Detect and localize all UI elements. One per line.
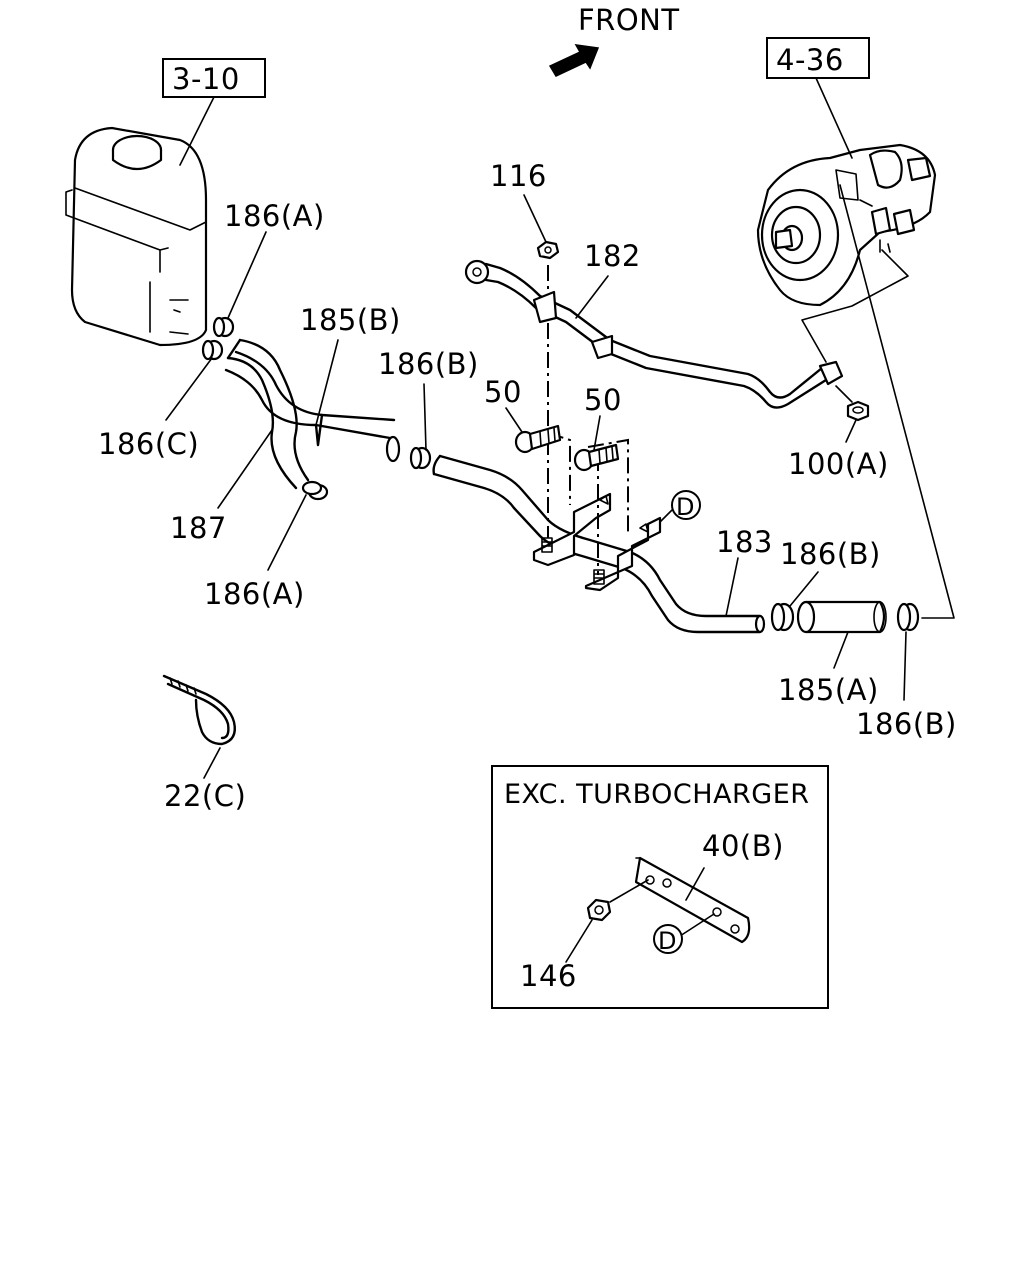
label-186a-top: 186(A) [224, 199, 325, 233]
label-100a: 100(A) [788, 447, 889, 481]
svg-text:D: D [676, 493, 695, 521]
inset-title: EXC. TURBOCHARGER [504, 779, 810, 810]
bolt-bracket-left [541, 537, 553, 553]
svg-text:4-36: 4-36 [776, 43, 844, 77]
bolt-50-left [514, 424, 562, 454]
clamp-186a-top [212, 316, 235, 338]
label-186c: 186(C) [98, 427, 199, 461]
inset-exc-turbocharger: EXC. TURBOCHARGER D 40(B) 146 [491, 765, 829, 1009]
inset-bracket-40b [634, 856, 751, 944]
bolt-50-right [573, 443, 620, 472]
hose-185b [224, 350, 401, 463]
hose-185a [796, 600, 887, 634]
section-ref-4-36[interactable]: 4-36 [766, 37, 870, 79]
label-116: 116 [490, 159, 547, 193]
front-label: FRONT [578, 3, 680, 37]
label-186b-left: 186(B) [378, 347, 479, 381]
label-182: 182 [584, 239, 641, 273]
bolt-bracket-right [593, 569, 605, 585]
label-50-right: 50 [584, 383, 622, 417]
pipe-183 [432, 454, 766, 634]
section-ref-3-10[interactable]: 3-10 [162, 58, 266, 98]
label-186b-right: 186(B) [856, 707, 957, 741]
clamp-186b-mid [770, 602, 795, 632]
reservoir-tank [65, 126, 208, 347]
label-185b: 185(B) [300, 303, 401, 337]
inset-connector-d[interactable]: D [653, 924, 683, 955]
label-186b-mid: 186(B) [780, 537, 881, 571]
svg-text:3-10: 3-10 [172, 62, 240, 96]
label-187: 187 [170, 511, 227, 545]
label-50-left: 50 [484, 375, 522, 409]
pipe-182 [464, 259, 844, 409]
clamp-186a-bottom [301, 480, 329, 501]
label-183: 183 [716, 525, 773, 559]
clamp-186c [201, 339, 224, 361]
label-186a-bottom: 186(A) [204, 577, 305, 611]
hose-187 [226, 338, 310, 490]
connector-d[interactable]: D [671, 490, 701, 521]
clamp-186b-left [409, 446, 432, 470]
nut-116 [536, 240, 560, 260]
clamp-186b-right [896, 602, 920, 632]
svg-text:D: D [658, 927, 677, 955]
label-40b: 40(B) [702, 829, 784, 863]
power-steering-pump [756, 143, 937, 307]
pipe-bracket [532, 492, 662, 592]
nut-100a [835, 385, 870, 422]
label-146: 146 [520, 959, 577, 993]
inset-nut-146 [586, 898, 612, 922]
label-22c: 22(C) [164, 779, 246, 813]
cable-tie-22c [162, 674, 236, 746]
label-185a: 185(A) [778, 673, 879, 707]
arrow-front-icon [548, 44, 600, 77]
